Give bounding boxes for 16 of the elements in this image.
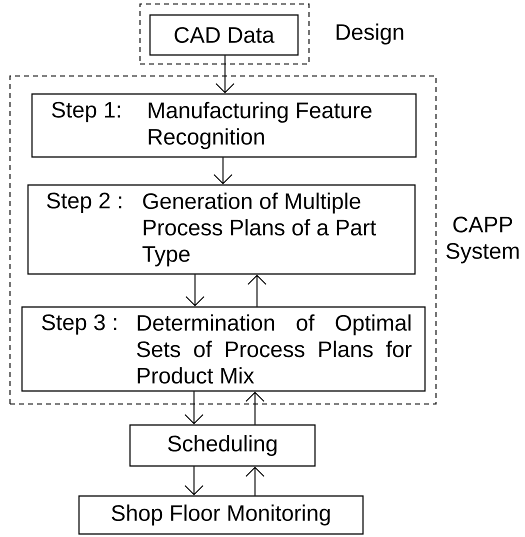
step-box: Step 2 : Generation of Multiple Process Plans of a Part Type	[27, 184, 416, 275]
step-box: Step 3 : Determination of Optimal Sets of Process Plans for Product Mix	[21, 306, 426, 392]
process-box: Scheduling	[129, 424, 316, 467]
arrow	[186, 274, 204, 306]
arrow	[214, 158, 232, 184]
arrow	[248, 274, 266, 306]
arrow	[184, 392, 204, 424]
arrow	[216, 56, 234, 94]
step-box: Step 1: Manufacturing Feature Recognition	[31, 93, 417, 158]
node-label: Design	[336, 24, 404, 44]
process-box: Shop Floor Monitoring	[78, 495, 364, 535]
node-label: CAPP System	[446, 216, 519, 264]
process-box: CAD Data	[149, 14, 299, 56]
arrow	[246, 392, 264, 424]
arrow	[184, 466, 204, 496]
arrow	[246, 466, 264, 496]
